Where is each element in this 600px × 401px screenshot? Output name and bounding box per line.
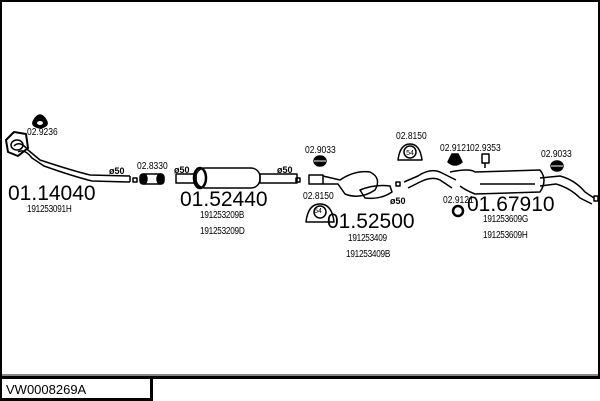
middle-silencer-drawing: [295, 170, 393, 200]
diagram-id-box: VW0008269A: [0, 377, 153, 401]
accessory-number: 02.9236: [27, 127, 58, 138]
accessory-number: 02.9121: [440, 143, 471, 154]
bracket-icon: [481, 153, 490, 168]
rubber-mount-icon: [313, 155, 327, 167]
oem-ref: 191253209D: [200, 226, 245, 237]
diameter-label: ø50: [277, 165, 293, 175]
part-number-front-pipe: 01.14040: [8, 182, 96, 205]
hanger-icon: [451, 204, 465, 218]
part-number-front-silencer: 01.52440: [180, 188, 268, 211]
clamp-icon: [305, 203, 335, 223]
accessory-number: 02.9033: [305, 145, 336, 156]
accessory-number: 02.8330: [137, 161, 168, 172]
gasket-icon: [32, 114, 48, 129]
diameter-label: ø50: [390, 196, 406, 206]
diagram-frame: [0, 0, 600, 379]
front-pipe-drawing: [5, 131, 131, 183]
rubber-mount-icon: [550, 160, 564, 172]
oem-ref: 191253409B: [346, 249, 391, 260]
oem-ref: 191253091H: [27, 204, 72, 215]
diameter-label: ø50: [109, 166, 125, 176]
oem-ref: 191253609G: [483, 214, 528, 225]
accessory-number: 02.8150: [396, 131, 427, 142]
connector-clamp-icon: [132, 173, 165, 185]
accessory-number: 02.9033: [541, 149, 572, 160]
oem-ref: 191253409: [348, 233, 387, 244]
diameter-label: ø50: [174, 165, 190, 175]
part-number-middle-silencer: 01.52500: [327, 210, 415, 233]
clamp-size-label: 54: [314, 208, 322, 215]
part-number-rear-silencer: 01.67910: [467, 193, 555, 216]
clamp-icon: [397, 143, 423, 161]
accessory-number: 02.9121: [443, 195, 474, 206]
oem-ref: 191253609H: [483, 230, 528, 241]
diagram-id: VW0008269A: [6, 382, 87, 397]
accessory-number: 02.8150: [303, 191, 334, 202]
clamp-size-label: 54: [406, 150, 414, 157]
accessory-number: 02.9353: [470, 143, 501, 154]
hanger-icon: [447, 153, 463, 166]
rear-silencer-drawing: [395, 169, 599, 205]
oem-ref: 191253209B: [200, 210, 245, 221]
flange-icon: [5, 131, 29, 157]
